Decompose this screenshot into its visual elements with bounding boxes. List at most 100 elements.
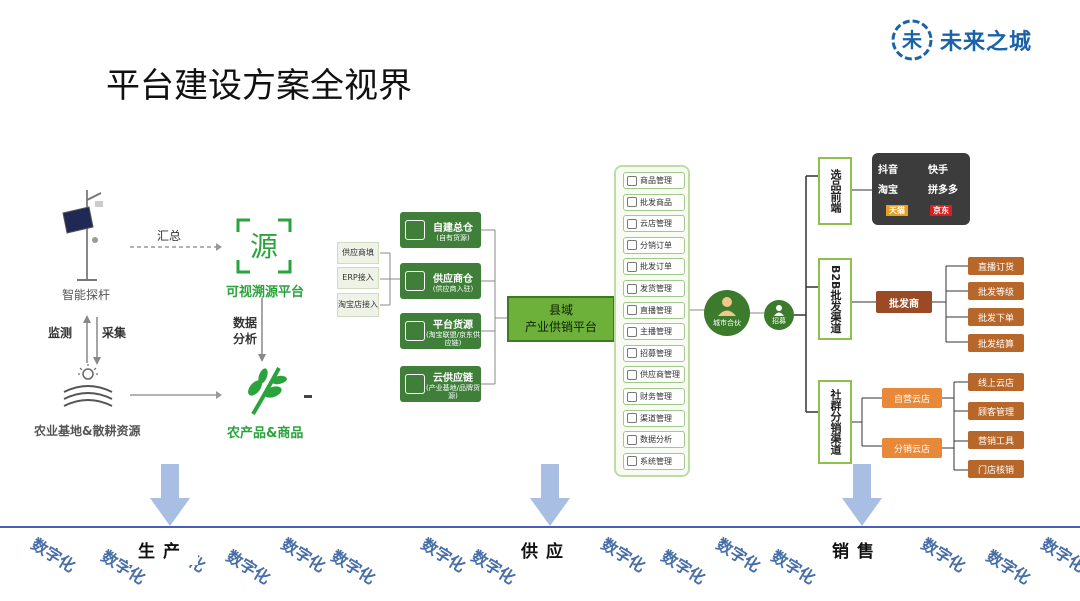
module-list: 商品管理批发商品云店管理分销订单批发订单发货管理直播管理主播管理招募管理供应商管… [614,165,690,477]
channel-bracket [794,175,820,413]
module-label: 直播管理 [640,305,672,315]
watermark-text: 数字化 [277,534,329,577]
smart-probe-device-icon [62,190,103,281]
module-icon [627,197,637,208]
warehouse-sub: (产业基地/品牌货源) [425,383,481,400]
product-label: 农产品&商品 [227,426,304,441]
module-item: 招募管理 [623,344,685,362]
warehouse-cloud: 云供应链(产业基地/品牌货源) [400,366,481,402]
watermark-text: 数字化 [767,546,819,589]
watermark-text: 数字化 [982,546,1034,589]
store-item: 顾客管理 [968,402,1024,420]
wholesaler-box: 批发商 [876,291,932,313]
wholesaler-label: 批发商 [889,298,919,310]
module-item: 批发订单 [623,258,685,276]
watermark-text: 数字化 [917,534,969,577]
channel-community: 社群分销渠道 [818,380,852,464]
community-connectors [852,397,882,447]
down-arrow-icon [150,464,190,526]
cloud-store-self: 自营云店 [882,388,942,408]
page-title: 平台建设方案全视界 [106,66,412,106]
module-item: 渠道管理 [623,409,685,427]
platform-tmall: 天猫 [886,205,908,216]
warehouse-title: 平台货源 [433,319,473,331]
channel-label: 选品前端 [829,169,842,213]
module-item: 主播管理 [623,323,685,341]
huizong-arrow [130,243,222,251]
base-to-product-arrow [130,391,222,399]
module-label: 渠道管理 [640,413,672,423]
input-connectors [380,252,402,306]
module-icon [627,413,637,424]
module-label: 系统管理 [640,456,672,466]
module-label: 财务管理 [640,392,672,401]
base-label: 农业基地&散耕资源 [34,424,141,438]
svg-text:未: 未 [902,28,922,52]
county-line1: 县域 [548,303,573,317]
platform-taobao: 淘宝 [878,185,898,196]
data-analysis-arrow [258,298,266,362]
warehouse-sub: (淘宝联盟/京东供应链) [425,330,481,347]
module-item: 供应商管理 [623,366,685,384]
wholesale-item: 批发下单 [968,308,1024,326]
trace-platform-label: 可视溯源平台 [226,285,305,300]
store-icon [405,321,425,341]
watermark-text: 数字化 [657,546,709,589]
module-item: 发货管理 [623,280,685,297]
wholesale-item: 批发等级 [968,282,1024,300]
module-icon [627,305,637,316]
brand-logo: 未 未来之城 [890,16,1055,64]
partner-label: 城市合伙 [713,319,741,327]
platform-pinduoduo: 拼多多 [928,185,958,196]
input-tag-supplier: 供应商填 [337,242,379,264]
data-label-1: 数据 [233,316,258,330]
county-platform-box: 县域 产业供销平台 [507,296,615,342]
channel-label: B2B批发渠道 [829,264,842,334]
warehouse-title: 云供应链 [433,372,473,384]
store-item: 营销工具 [968,431,1024,449]
stage-supply: 供应 [511,534,581,565]
monitor-arrow [83,315,91,363]
module-icon [627,434,637,445]
module-item: 分销订单 [623,236,685,254]
module-icon [627,326,637,337]
wholesale-item: 批发结算 [968,334,1024,352]
watermark-text: 数字化 [327,546,379,589]
watermark-text: 数字化 [1037,534,1080,577]
store-item: 门店核销 [968,460,1024,478]
stage-sales: 销售 [822,534,892,565]
store-item: 线上云店 [968,373,1024,391]
watermark-text: 数字化 [712,534,764,577]
warehouse-title: 自建总仓 [433,222,473,234]
module-item: 财务管理 [623,388,685,405]
module-label: 云店管理 [640,219,672,229]
warehouse-supplier: 供应商仓(供应商入驻) [400,263,481,299]
collect-label: 采集 [102,326,127,340]
module-icon [627,348,637,359]
brand-mark-icon: 未 [891,19,933,61]
module-item: 批发商品 [623,193,685,211]
module-icon [627,283,637,294]
module-icon [627,261,637,272]
svg-text:源: 源 [250,230,278,263]
module-icon [627,175,637,186]
dash-mark [304,395,312,398]
ecommerce-platforms: 抖音 快手 淘宝 拼多多 天猫 京东 [872,153,970,225]
data-label-2: 分析 [233,332,258,346]
module-label: 分销订单 [640,240,672,250]
down-arrow-icon [842,464,882,526]
recruit-label: 招募 [772,317,786,325]
platform-douyin: 抖音 [878,165,898,176]
module-label: 招募管理 [640,348,672,358]
module-item: 数据分析 [623,431,685,449]
module-label: 商品管理 [640,176,672,185]
module-icon [627,218,637,229]
watermark-text: 数字化 [222,546,274,589]
module-icon [627,391,637,402]
module-icon [627,456,637,467]
recruit-node: 招募 [764,300,794,330]
farmland-icon [63,364,113,407]
input-tag-erp: ERP接入 [337,267,379,289]
divider-line [0,526,1080,528]
person-icon [718,297,736,316]
